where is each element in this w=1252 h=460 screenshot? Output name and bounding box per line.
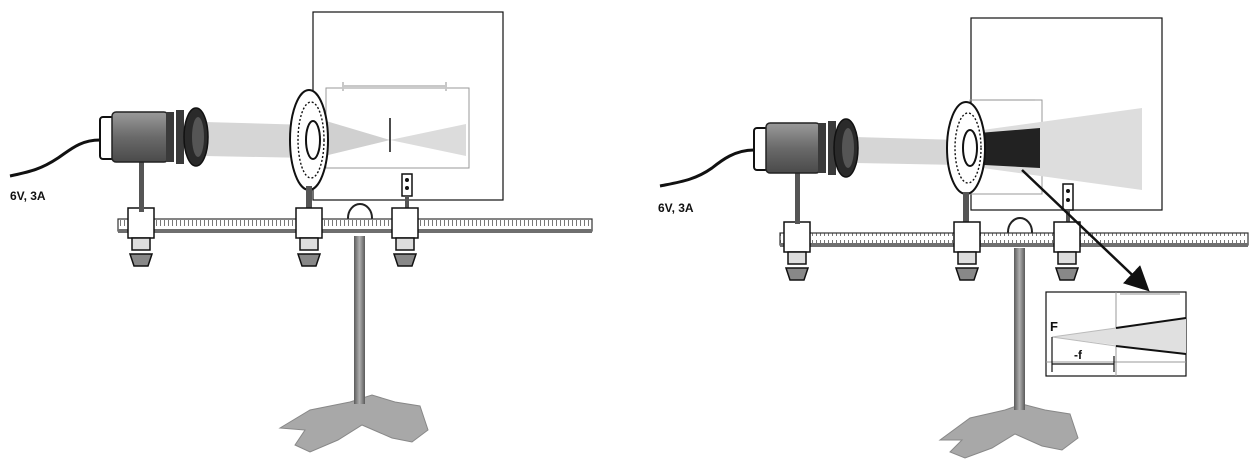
left-power-label: 6V, 3A <box>10 189 46 203</box>
right-power-cable <box>659 148 755 188</box>
right-lens <box>962 129 978 167</box>
right-beam-diverging <box>968 108 1142 190</box>
focal-inset: F -f <box>1045 291 1187 377</box>
right-lens-post <box>963 192 969 234</box>
left-beam-converging <box>316 118 390 158</box>
left-stand-rod <box>354 236 365 404</box>
right-tripod-base <box>938 403 1079 459</box>
inset-ray-upper <box>1115 317 1187 329</box>
left-rider-1 <box>127 207 155 267</box>
left-setup: 6V, 3A <box>9 11 593 453</box>
left-power-cable <box>9 138 101 178</box>
left-lens <box>305 120 321 160</box>
inset-ray-lower <box>1115 345 1187 355</box>
left-rider-2 <box>295 207 323 267</box>
left-lens-ring-mid <box>297 101 325 179</box>
left-lamp-post <box>139 158 144 212</box>
right-setup: 6V, 3A F -f <box>658 17 1249 459</box>
right-rider-2 <box>953 221 981 281</box>
right-lens-ring-mid <box>954 112 982 184</box>
right-rider-1 <box>783 221 811 281</box>
right-beam-in <box>855 137 960 165</box>
left-lamp <box>99 107 209 167</box>
right-small-holder <box>1062 183 1074 211</box>
left-beam-diverging <box>390 124 466 156</box>
callout-arrow <box>1021 169 1150 292</box>
right-rider-3 <box>1053 221 1081 281</box>
right-power-label: 6V, 3A <box>658 201 694 215</box>
inset-focal-length-label: -f <box>1074 348 1083 362</box>
left-lens-post <box>306 186 312 220</box>
right-lamp-post <box>795 168 800 224</box>
right-lamp <box>753 118 859 178</box>
inset-focus-label: F <box>1050 319 1058 334</box>
left-small-holder <box>401 173 413 197</box>
left-beam-in <box>205 122 310 158</box>
left-rider-3 <box>391 207 419 267</box>
left-image-panel <box>325 87 470 169</box>
right-stand-rod <box>1014 248 1025 410</box>
